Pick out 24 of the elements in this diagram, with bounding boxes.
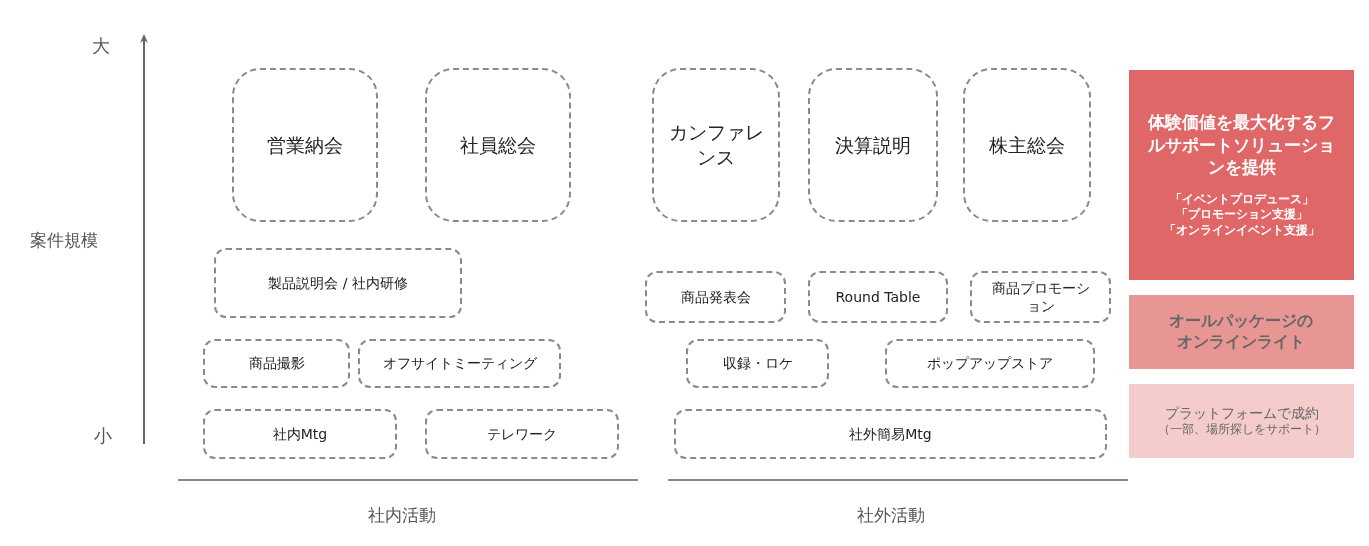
event-box: 社員総会 [425,68,571,222]
event-box: ポップアップストア [885,339,1095,388]
event-box: 社内Mtg [203,409,397,459]
event-box: 商品発表会 [645,271,786,323]
event-box: 製品説明会 / 社内研修 [214,248,462,318]
service-panel: プラットフォームで成約 （一部、場所探しをサポート） [1129,384,1354,458]
axis-label: 小 [94,424,112,448]
event-box: Round Table [808,271,948,323]
service-panel: 体験価値を最大化するフルサポートソリューションを提供 「イベントプロデュース」 「プロモーション支援」 「オンラインイベント支援」 [1129,70,1354,280]
event-box: 営業納会 [232,68,378,222]
axis-label: 案件規模 [30,229,98,252]
event-box: 商品撮影 [203,339,350,388]
axis-label: 社内活動 [368,504,436,527]
event-box: 商品プロモーション [970,271,1111,323]
event-box: 株主総会 [963,68,1091,222]
event-box: 収録・ロケ [686,339,829,388]
event-box: カンファレンス [652,68,780,222]
event-box: テレワーク [425,409,619,459]
event-box: オフサイトミーティング [358,339,561,388]
axis-label: 大 [92,34,110,58]
event-box: 社外簡易Mtg [674,409,1107,459]
service-panel: オールパッケージのオンラインライト [1129,295,1354,369]
axis-label: 社外活動 [857,504,925,527]
event-box: 決算説明 [808,68,938,222]
